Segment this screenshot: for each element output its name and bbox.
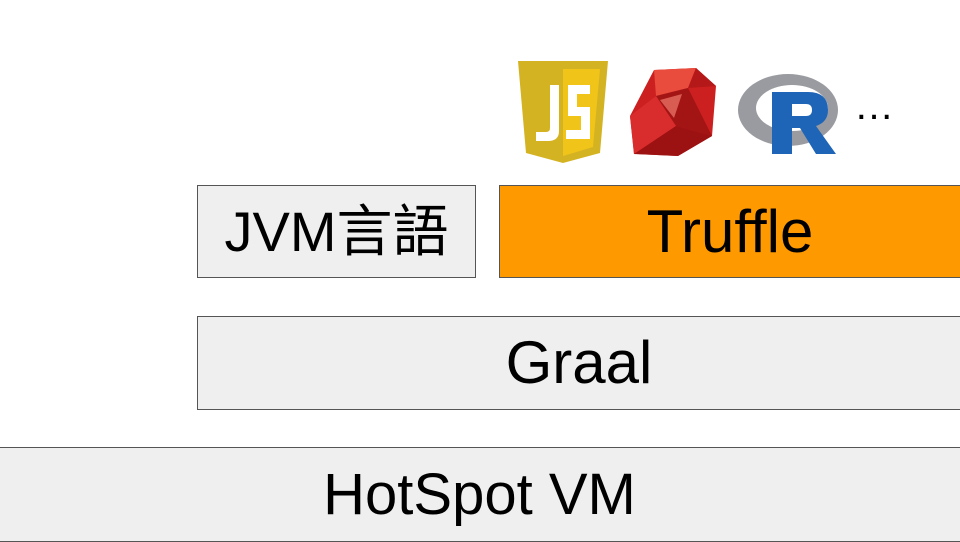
- ruby-logo-icon: [630, 68, 716, 156]
- graal-box: Graal: [197, 316, 960, 410]
- truffle-box: Truffle: [499, 185, 960, 278]
- hotspot-vm-box: HotSpot VM: [0, 447, 960, 542]
- jvm-languages-box: JVM言語: [197, 185, 476, 278]
- hotspot-vm-label: HotSpot VM: [323, 461, 636, 527]
- graal-label: Graal: [505, 329, 653, 396]
- r-logo-icon: [738, 74, 838, 154]
- jvm-languages-label: JVM言語: [224, 199, 449, 263]
- javascript-logo-icon: [518, 61, 608, 163]
- more-languages-ellipsis: …: [854, 84, 895, 128]
- truffle-label: Truffle: [646, 197, 814, 265]
